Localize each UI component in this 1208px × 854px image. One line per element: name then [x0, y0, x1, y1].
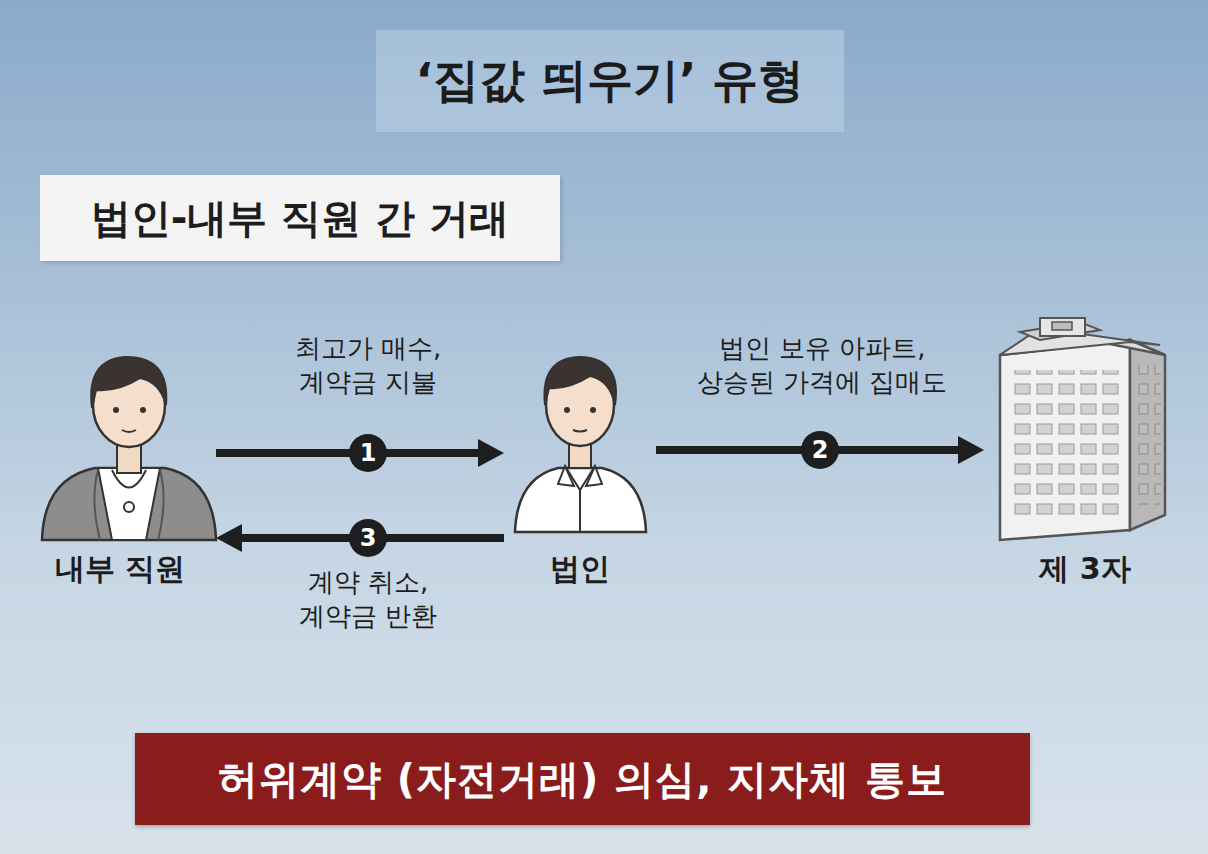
node-label: 허위계약 (자전거래) 의심, 지자체 통보 [218, 752, 947, 807]
edge-label: 법인 보유 아파트, 상승된 가격에 집매도 [682, 332, 963, 400]
arrow-head [478, 439, 504, 467]
employee-figure [42, 357, 216, 540]
callout-number: 3 [349, 519, 387, 557]
illustration-part [1130, 340, 1165, 530]
node-label: 법인 [550, 549, 610, 590]
illustration-part [91, 357, 166, 408]
illustration-part [590, 407, 596, 413]
callout-number: 1 [349, 434, 387, 472]
illustration-part [564, 407, 570, 413]
building-node: 제 3자 [990, 310, 1180, 600]
corporation-figure [515, 357, 646, 532]
apartment-building [1000, 318, 1165, 540]
title-box: ‘집값 띄우기’ 유형 [376, 30, 845, 132]
illustration-part [42, 468, 216, 540]
illustration-part [1135, 365, 1161, 505]
callout-number: 2 [801, 431, 839, 469]
illustration-part [544, 357, 616, 405]
node-label: 내부 직원 [55, 549, 185, 590]
illustration-part [1000, 340, 1130, 540]
illustration-part [1052, 322, 1072, 330]
illustration-part [122, 430, 136, 432]
title-text: ‘집값 띄우기’ 유형 [416, 50, 805, 112]
warning-bar: 허위계약 (자전거래) 의심, 지자체 통보 [135, 733, 1030, 825]
illustration-part [113, 407, 119, 413]
illustration-part [140, 407, 146, 413]
illustration-part [94, 470, 163, 540]
node-label: 법인-내부 직원 간 거래 [91, 191, 509, 246]
illustration-part [515, 468, 646, 532]
person-node: 법인 [510, 350, 650, 600]
arrow-head [216, 524, 242, 552]
person-node: 내부 직원 [30, 350, 210, 600]
illustration-part [573, 430, 587, 432]
illustration-part [1012, 370, 1120, 520]
node-label: 제 3자 [1039, 549, 1130, 590]
illustration-part [98, 468, 160, 540]
illustration-part [1040, 318, 1085, 336]
illustration-part [579, 490, 581, 532]
subtitle-box: 법인-내부 직원 간 거래 [40, 175, 560, 261]
arrow-head [958, 436, 984, 464]
illustration-part [124, 502, 134, 512]
edge-label: 계약 취소, 계약금 반환 [282, 566, 454, 634]
edge-label: 최고가 매수, 계약금 지불 [277, 332, 459, 400]
